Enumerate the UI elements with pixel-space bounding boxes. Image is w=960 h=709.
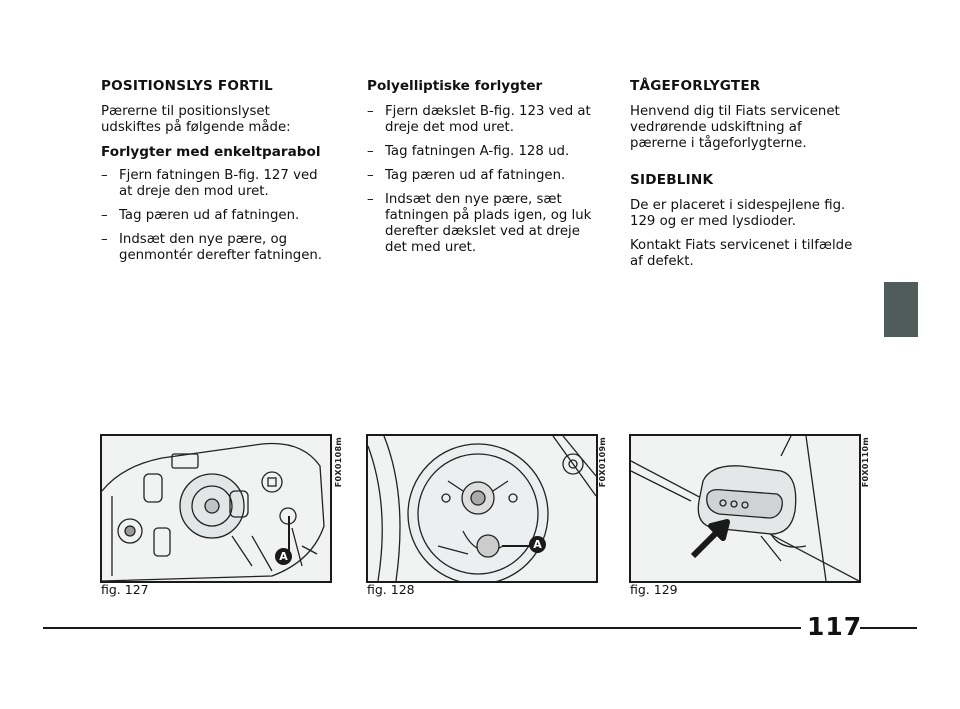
footer-rule (860, 627, 917, 629)
marker-a: A (529, 536, 546, 553)
heading-sideblink: SIDEBLINK (630, 172, 714, 188)
figure-caption: fig. 128 (367, 582, 415, 597)
figure-129-side-mirror (629, 434, 861, 583)
heading-polyelliptiske: Polyelliptiske forlygter (367, 78, 543, 94)
text-sideblink: De er placeret i sidespejlene fig. 129 o… (630, 198, 846, 229)
step-item: Tag pæren ud af fatningen. (101, 208, 331, 224)
heading-taageforlygter: TÅGEFORLYGTER (630, 78, 761, 94)
figure-127-headlamp: A (100, 434, 332, 583)
heading-positionslys: POSITIONSLYS FORTIL (101, 78, 273, 94)
side-mirror-illustration (631, 436, 859, 581)
arrow-icon (690, 519, 730, 559)
step-item: Fjern dækslet B-fig. 123 ved at dreje de… (367, 104, 597, 136)
figure-caption: fig. 129 (630, 582, 678, 597)
subheading-enkeltparabol: Forlygter med enkeltparabol (101, 144, 321, 160)
step-item: Fjern fatningen B-fig. 127 ved at dreje … (101, 168, 331, 200)
bulb-holder-illustration (368, 436, 596, 581)
figure-caption: fig. 127 (101, 582, 149, 597)
chapter-tab (884, 282, 918, 337)
page-number: 117 (807, 612, 863, 641)
figure-128-bulb-holder: A (366, 434, 598, 583)
headlamp-illustration (102, 442, 325, 581)
figure-code: F0X0109m (598, 437, 607, 488)
figure-code: F0X0110m (861, 437, 870, 488)
column-positionslys: POSITIONSLYS FORTIL Pærerne til position… (101, 78, 331, 272)
steps-list: Fjern fatningen B-fig. 127 ved at dreje … (101, 168, 331, 264)
footer-rule (43, 627, 801, 629)
intro-text: Pærerne til positionslyset udskiftes på … (101, 104, 291, 135)
marker-a: A (275, 548, 292, 565)
step-item: Tag pæren ud af fatningen. (367, 168, 597, 184)
steps-list: Fjern dækslet B-fig. 123 ved at dreje de… (367, 104, 597, 256)
text-taageforlygter: Henvend dig til Fiats servicenet vedrøre… (630, 104, 840, 151)
step-item: Tag fatningen A-fig. 128 ud. (367, 144, 597, 160)
column-taageforlygter: TÅGEFORLYGTER Henvend dig til Fiats serv… (630, 78, 860, 278)
column-polyelliptiske: Polyelliptiske forlygter Fjern dækslet B… (367, 78, 597, 264)
figure-code: F0X0108m (334, 437, 343, 488)
text-kontakt: Kontakt Fiats servicenet i tilfælde af d… (630, 238, 853, 269)
step-item: Indsæt den nye pære, sæt fatningen på pl… (367, 192, 597, 256)
step-item: Indsæt den nye pære, og genmontér dereft… (101, 232, 331, 264)
